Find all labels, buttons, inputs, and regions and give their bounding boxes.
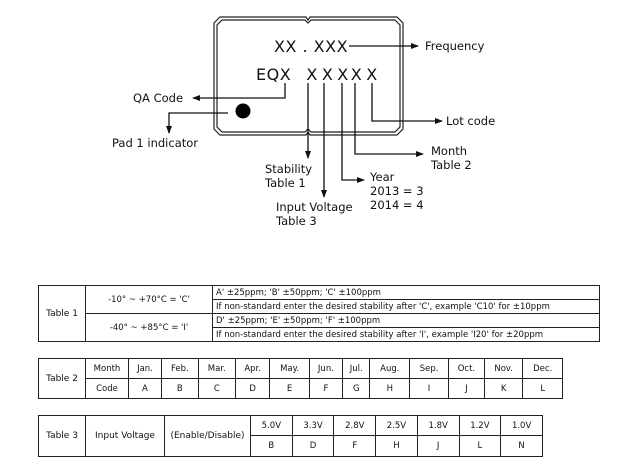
marking-char-voltage: X	[321, 65, 334, 84]
table3-code-row: B D F H J L N	[39, 435, 543, 457]
table3-voltage-row: Table 3 Input Voltage (Enable/Disable) 5…	[38, 415, 543, 457]
table3-voltage-cell: 2.8V	[333, 415, 377, 436]
table3-title: Table 3	[38, 415, 86, 457]
voltage-label-line1: Input Voltage	[276, 200, 353, 214]
year-arrow	[341, 83, 365, 183]
table3-code-cell: H	[375, 435, 418, 457]
table1-title: Table 1	[38, 285, 86, 342]
stability-label: Stability Table 1	[265, 162, 312, 190]
table3-code-cell: F	[333, 435, 377, 457]
table2-code-header: Code	[85, 378, 129, 399]
table2-code-cell: F	[308, 378, 344, 399]
year-label: Year 2013 = 3 2014 = 4	[370, 170, 424, 212]
table3-label: Input Voltage	[85, 415, 165, 457]
table2-code-cell: B	[160, 378, 199, 399]
table2-code-cell: D	[234, 378, 271, 399]
month-label-line1: Month	[431, 144, 468, 158]
table2-month-cell: Sep.	[409, 358, 449, 379]
table2-month: Table 2 Month Jan. Feb. Mar. Apr. May. J…	[38, 358, 563, 399]
table3-voltage-cell: 1.0V	[500, 415, 543, 436]
table1-note-commercial: If non-standard enter the desired stabil…	[212, 299, 600, 314]
table3-code-cell: L	[458, 435, 502, 457]
table3-code-cell: N	[500, 435, 543, 457]
month-label-line2: Table 2	[431, 158, 472, 172]
table2-month-cell: Jun.	[308, 358, 344, 379]
table2-code-cell: E	[269, 378, 310, 399]
table1-stability: Table 1 -10° ~ +70°C = 'C' A' ±25ppm; 'B…	[38, 285, 600, 342]
table2-month-cell: May.	[269, 358, 310, 379]
marking-char-stability: X	[306, 65, 318, 84]
table3-code-cell: J	[416, 435, 460, 457]
stability-label-line2: Table 1	[265, 176, 306, 190]
table1-range-industrial: -40° ~ +85°C = 'I'	[85, 313, 213, 342]
year-label-line2: 2013 = 3	[370, 184, 424, 198]
table3-voltage-cell: 3.3V	[291, 415, 335, 436]
table2-title: Table 2	[38, 358, 86, 399]
table3-voltage-cell: 2.5V	[375, 415, 418, 436]
table2-month-cell: Aug.	[369, 358, 411, 379]
marking-diagram	[166, 16, 443, 198]
voltage-label-line2: Table 3	[276, 214, 317, 228]
table2-month-cell: Feb.	[160, 358, 199, 379]
month-label: Month Table 2	[431, 144, 472, 172]
table2-code-cell: K	[483, 378, 524, 399]
table2-month-cell: Oct.	[447, 358, 485, 379]
marking-char-year: X	[337, 65, 349, 84]
qa-code-label: QA Code	[133, 91, 184, 105]
pad1-dot	[235, 103, 251, 119]
pad1-label: Pad 1 indicator	[112, 136, 199, 150]
table3-voltage-cell: 1.2V	[458, 415, 502, 436]
stability-label-line1: Stability	[265, 162, 313, 176]
table2-month-header: Month	[85, 358, 129, 379]
marking-char-lot: X	[366, 65, 378, 84]
table2-code-row: Code A B C D E F G H I J K L	[39, 378, 563, 399]
qa-code-arrow	[192, 83, 286, 101]
table3-voltage-cell: 1.8V	[416, 415, 460, 436]
table2-month-cell: Apr.	[234, 358, 271, 379]
lot-code-arrow	[371, 83, 443, 124]
month-arrow	[354, 83, 424, 157]
frequency-marking: XX . XXX	[274, 37, 349, 56]
table2-code-cell: I	[409, 378, 449, 399]
table2-code-cell: H	[369, 378, 411, 399]
table1-codes-industrial: D' ±25ppm; 'E' ±50ppm; 'F' ±100ppm	[212, 313, 600, 328]
table2-code-cell: G	[342, 378, 371, 399]
table2-month-cell: Nov.	[483, 358, 524, 379]
table1-range-commercial: -10° ~ +70°C = 'C'	[85, 285, 213, 314]
table2-code-cell: J	[447, 378, 485, 399]
voltage-label: Input Voltage Table 3	[276, 200, 353, 228]
lot-code-label: Lot code	[446, 114, 496, 128]
year-label-line1: Year	[370, 170, 395, 184]
table2-code-cell: C	[197, 378, 236, 399]
frequency-label: Frequency	[425, 39, 485, 53]
table3-voltage-cell: 5.0V	[250, 415, 293, 436]
package-outline	[213, 16, 404, 136]
table2-month-cell: Mar.	[197, 358, 236, 379]
table2-month-cell: Jan.	[128, 358, 162, 379]
table3-sublabel: (Enable/Disable)	[164, 415, 251, 457]
marking-char-month: X	[350, 65, 363, 84]
table2-code-cell: A	[128, 378, 162, 399]
table1-codes-commercial: A' ±25ppm; 'B' ±50ppm; 'C' ±100ppm	[212, 285, 600, 300]
pad1-arrow	[166, 112, 228, 134]
year-label-line3: 2014 = 4	[370, 198, 424, 212]
table2-month-cell: Jul.	[342, 358, 371, 379]
table1-note-industrial: If non-standard enter the desired stabil…	[212, 327, 600, 342]
marking-prefix: EQX	[256, 65, 292, 84]
table3-code-cell: D	[291, 435, 335, 457]
table3-voltage: Table 3 Input Voltage (Enable/Disable) 5…	[38, 415, 543, 457]
table2-month-cell: Dec.	[522, 358, 563, 379]
table2-month-row: Table 2 Month Jan. Feb. Mar. Apr. May. J…	[38, 358, 563, 399]
table3-code-cell: B	[250, 435, 293, 457]
table2-code-cell: L	[522, 378, 563, 399]
